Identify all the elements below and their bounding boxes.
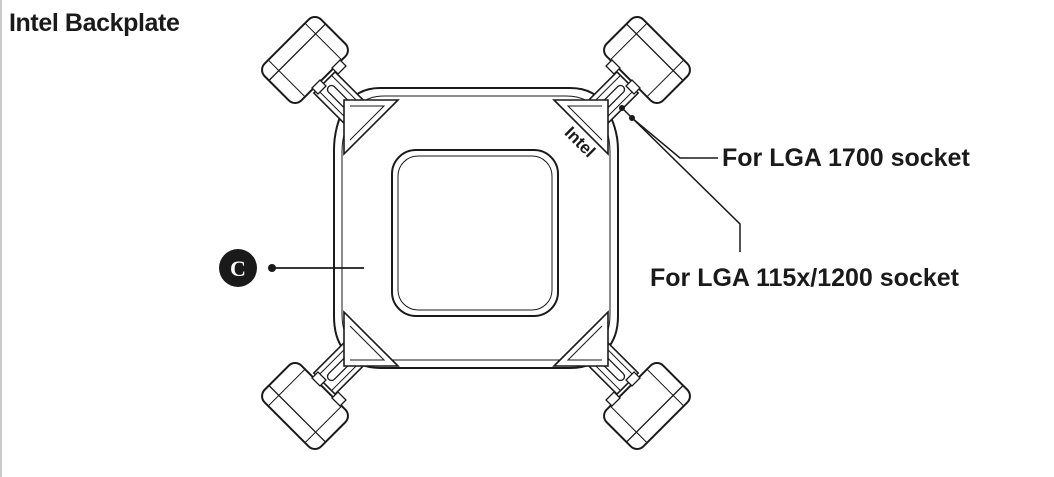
- leader-lga1700: [631, 117, 718, 159]
- label-lga1700: For LGA 1700 socket: [722, 144, 970, 172]
- page-title: Intel Backplate: [9, 9, 180, 37]
- center-window: [391, 149, 559, 317]
- left-border-rule: [0, 0, 2, 477]
- callout-badge: [219, 249, 257, 287]
- leader-lga115x: [621, 107, 741, 252]
- callout-letter: C: [230, 256, 246, 281]
- label-lga115x: For LGA 115x/1200 socket: [650, 264, 960, 292]
